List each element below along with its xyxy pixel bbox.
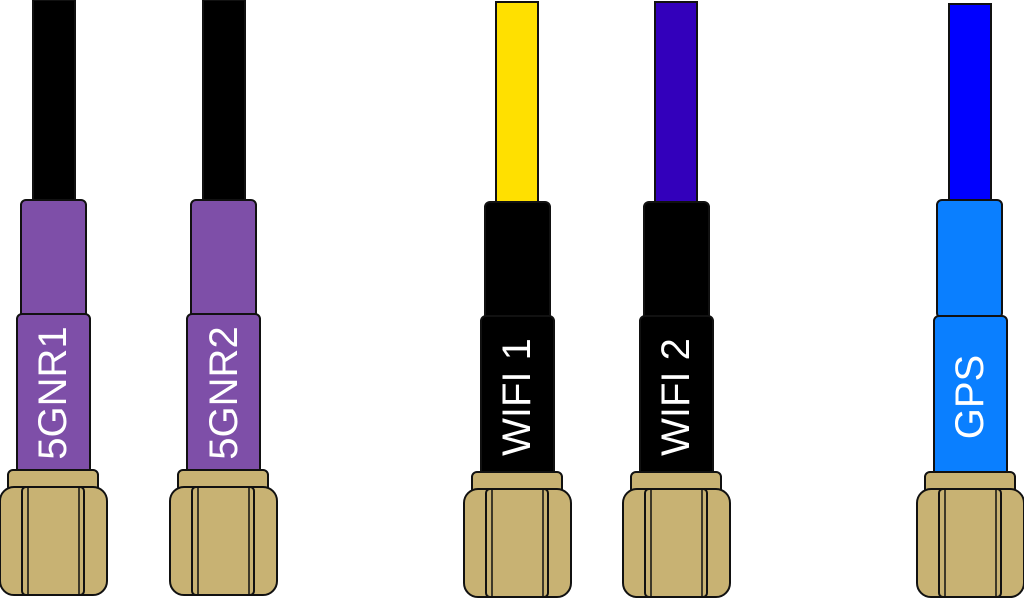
cable-4-connector [622, 471, 731, 598]
cable-1-connector [0, 469, 108, 596]
cable-1-boot-upper [20, 199, 87, 319]
cable-3-label: WIFI 1 [495, 338, 539, 456]
cable-5-wire [948, 3, 992, 207]
cable-5-connector [916, 471, 1024, 598]
cable-2-boot-upper [190, 199, 257, 319]
cable-1: 5GNR1 [0, 0, 108, 596]
cable-2-label: 5GNR2 [202, 326, 246, 459]
cable-2-connector [169, 469, 278, 596]
cable-5-boot-upper [936, 199, 1003, 319]
cable-4-wire [654, 1, 698, 205]
cable-1-label: 5GNR1 [31, 326, 75, 459]
cable-2-wire [202, 0, 246, 203]
cable-2: 5GNR2 [169, 0, 278, 596]
cable-3-wire [495, 1, 539, 205]
cable-3-boot-upper [484, 201, 551, 321]
cable-3-connector [463, 471, 572, 598]
cable-4-label: WIFI 2 [654, 338, 698, 456]
cable-4: WIFI 2 [622, 1, 731, 598]
cable-5-label: GPS [948, 355, 992, 439]
cable-5: GPS [916, 3, 1024, 598]
cable-3: WIFI 1 [463, 1, 572, 598]
cable-1-wire [32, 0, 76, 203]
cable-4-boot-upper [643, 201, 710, 321]
